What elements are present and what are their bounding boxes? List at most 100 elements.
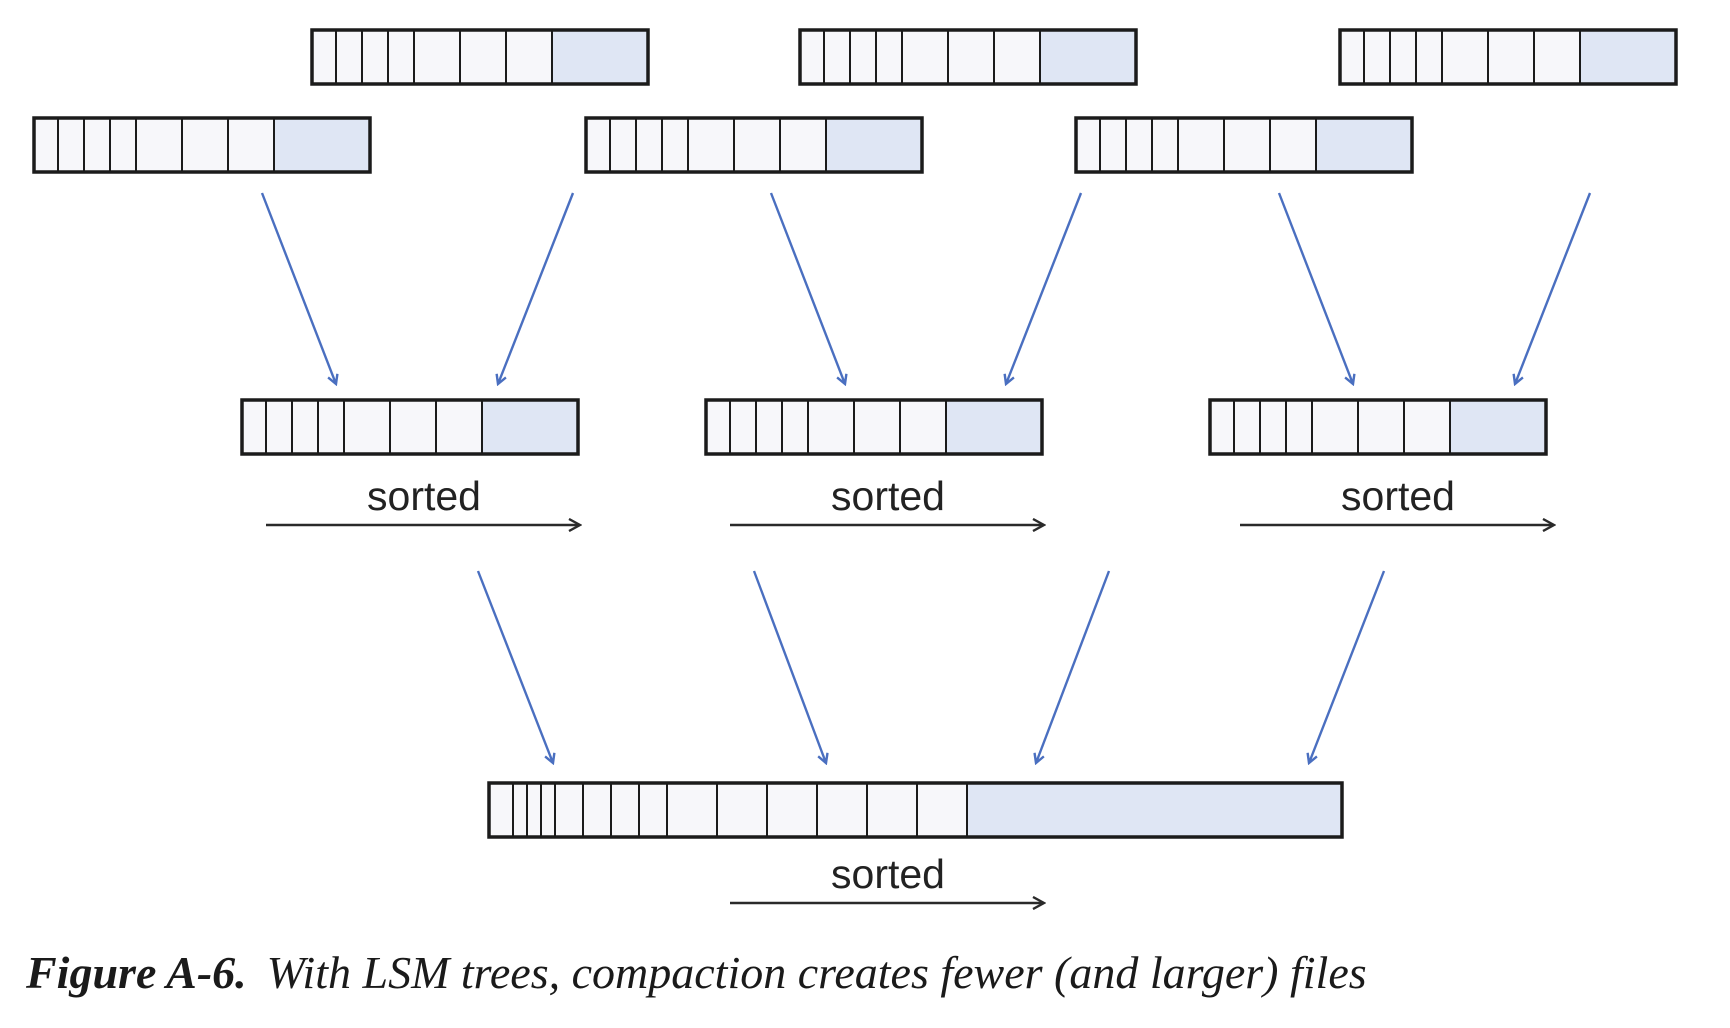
file-outline [32,116,372,174]
file-outline [487,781,1344,839]
file-cell [512,782,528,838]
file-newest-region [551,29,649,85]
file-newest-region [945,399,1043,455]
level0-file [798,28,1138,86]
file-cell [661,117,689,173]
file-cell [1151,117,1179,173]
level1-file [1208,398,1548,456]
file-newest-region [1315,117,1413,173]
file-cell [1269,117,1317,173]
file-cell [135,117,183,173]
file-cell [781,399,809,455]
file-cell [317,399,345,455]
file-cell [311,29,337,85]
file-cell [488,782,514,838]
file-cell [265,399,293,455]
file-cell [849,29,877,85]
file-cell [609,117,637,173]
file-cell [799,29,825,85]
file-cell [755,399,783,455]
file-newest-region [481,399,579,455]
file-outline [584,116,924,174]
file-cell [1311,399,1359,455]
file-cell [540,782,556,838]
file-cell [916,782,968,838]
file-cell [1223,117,1271,173]
sorted-label: sorted [831,473,945,519]
file-newest-region [966,782,1343,838]
file-cell [505,29,553,85]
caption-text: With LSM trees, compaction creates fewer… [266,947,1367,998]
file-cell [866,782,918,838]
file-cell [291,399,319,455]
file-cell [1099,117,1127,173]
level1-file [240,398,580,456]
file-cell [1389,29,1417,85]
file-cell [1441,29,1489,85]
file-cell [899,399,947,455]
file-cell [335,29,363,85]
file-cell [585,117,611,173]
file-cell [33,117,59,173]
file-cell [1209,399,1235,455]
sorted-label: sorted [831,851,945,897]
compaction-arrow [260,192,336,384]
file-cell [57,117,85,173]
file-cell [687,117,735,173]
file-cell [638,782,668,838]
file-cell [666,782,718,838]
level1-file [704,398,1044,456]
compaction-arrow [476,570,553,763]
file-cell [635,117,663,173]
file-cell [1177,117,1225,173]
file-cell [387,29,415,85]
file-outline [1338,28,1678,86]
file-outline [704,398,1044,456]
file-cell [1363,29,1391,85]
file-cell [227,117,275,173]
figure-number: Figure A-6. [26,947,247,998]
file-cell [83,117,111,173]
file-cell [729,399,757,455]
file-cell [1357,399,1405,455]
file-cell [823,29,851,85]
level0-file [1074,116,1414,174]
file-cell [459,29,507,85]
file-newest-region [1039,29,1137,85]
level2-file [487,781,1344,839]
file-cell [435,399,483,455]
file-cell [705,399,731,455]
file-outline [1208,398,1548,456]
file-cell [610,782,640,838]
file-outline [1074,116,1414,174]
compaction-arrow [752,570,826,763]
file-cell [993,29,1041,85]
file-cell [733,117,781,173]
sorted-label: sorted [367,473,481,519]
file-cell [1533,29,1581,85]
segment-files [32,28,1678,839]
file-cell [1339,29,1365,85]
file-cell [779,117,827,173]
compaction-arrow [498,192,575,384]
compaction-arrow [1515,192,1592,384]
file-cell [1259,399,1287,455]
file-cell [1403,399,1451,455]
compaction-arrows [260,192,1592,763]
compaction-arrow [1309,570,1386,763]
file-cell [1125,117,1153,173]
file-cell [816,782,868,838]
file-cell [947,29,995,85]
file-newest-region [273,117,371,173]
file-cell [853,399,901,455]
compaction-arrow [769,192,845,384]
figure-caption: Figure A-6. With LSM trees, compaction cr… [26,946,1367,999]
file-cell [343,399,391,455]
compaction-arrow [1277,192,1353,384]
file-newest-region [1579,29,1677,85]
level0-file [1338,28,1678,86]
sorted-label: sorted [1341,473,1455,519]
file-cell [181,117,229,173]
file-outline [798,28,1138,86]
file-outline [240,398,580,456]
